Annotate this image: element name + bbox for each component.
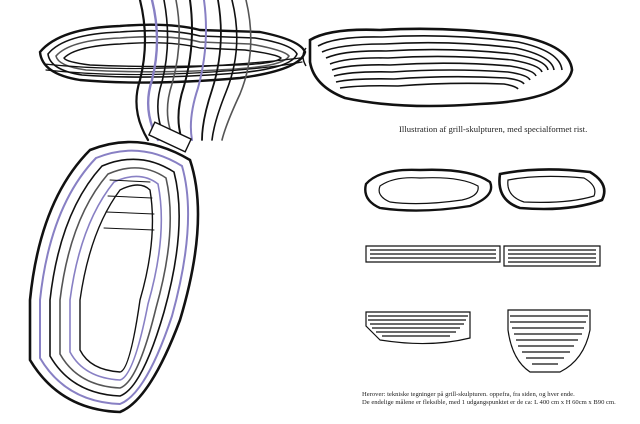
illustration-caption: Illustration af grill-skulpturen, med sp…: [399, 124, 588, 134]
technical-end-views: [365, 309, 591, 373]
right-basin-drawing: [302, 27, 574, 108]
lower-bowl-drawing: [28, 140, 200, 414]
technical-side-view: [365, 245, 601, 267]
technical-top-view: [364, 168, 606, 212]
twisted-column-drawing: [135, 0, 252, 153]
left-basin-drawing: [38, 23, 307, 84]
technical-drawings-caption: Herover: tekniske tegninger på grill-sku…: [362, 391, 616, 407]
technical-caption-line-1: Herover: tekniske tegninger på grill-sku…: [362, 391, 575, 398]
technical-caption-line-2: De endelige målene er fleksible, med 1 u…: [362, 399, 616, 407]
